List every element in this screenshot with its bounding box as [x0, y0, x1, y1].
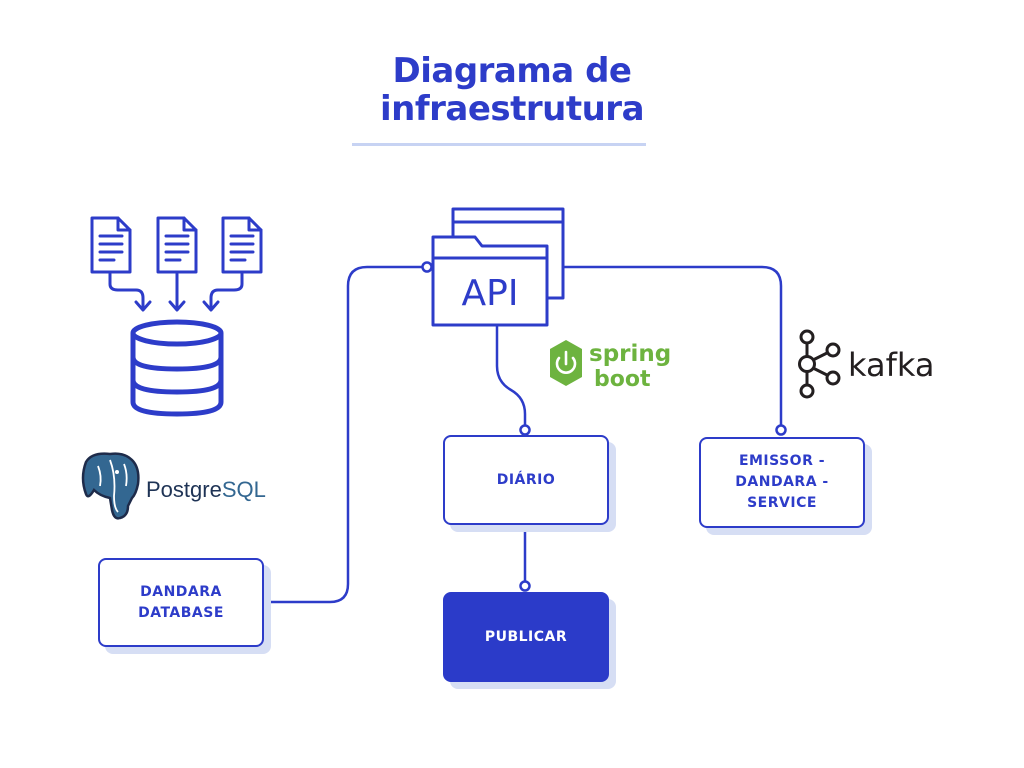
connector-database-api [264, 265, 425, 604]
spring-boot-logo: spring boot [550, 340, 671, 392]
postgresql-wordmark: PostgreSQL [146, 477, 266, 502]
postgresql-wordmark-part2: SQL [222, 477, 266, 502]
postgresql-logo: PostgreSQL [81, 452, 266, 520]
document-icon [156, 216, 198, 274]
document-arrows [108, 272, 244, 312]
api-label: API [462, 273, 519, 314]
diagram-title: Diagrama de infraestrutura [312, 52, 712, 128]
connector-dot-publicar-top [519, 580, 531, 592]
spring-boot-word-2: boot [594, 367, 651, 392]
dandara-database-line-2: DATABASE [138, 604, 224, 621]
emissor-dandara-service-node[interactable]: EMISSOR - DANDARA - SERVICE [699, 437, 865, 528]
dandara-database-node[interactable]: DANDARA DATABASE [98, 558, 264, 647]
connector-dot-api-left [421, 261, 433, 273]
kafka-logo: kafka [798, 329, 934, 399]
diario-node[interactable]: DIÁRIO [443, 435, 609, 525]
emissor-line-1: EMISSOR - [738, 453, 826, 469]
connector-dot-emissor-top [775, 424, 787, 436]
title-underline [352, 143, 646, 146]
connector-api-emissor [547, 265, 783, 430]
kafka-wordmark: kafka [848, 346, 934, 384]
dandara-database-line-1: DANDARA [140, 583, 222, 600]
publicar-label: PUBLICAR [484, 628, 568, 645]
connector-api-diario [495, 326, 527, 430]
emissor-line-3: SERVICE [747, 495, 817, 511]
folder-icon: API [431, 207, 565, 327]
database-icon [130, 319, 224, 417]
connector-dot-diario-top [519, 424, 531, 436]
emissor-line-2: DANDARA - [735, 474, 829, 490]
spring-boot-word-1: spring [589, 341, 671, 367]
title-line-2: infraestrutura [379, 89, 645, 129]
connectors [264, 265, 783, 604]
document-icon [221, 216, 263, 274]
publicar-node[interactable]: PUBLICAR [443, 592, 609, 682]
postgresql-wordmark-part1: Postgre [146, 477, 222, 502]
document-icon [90, 216, 132, 274]
title-line-1: Diagrama de [392, 51, 632, 91]
diario-label: DIÁRIO [496, 471, 556, 488]
